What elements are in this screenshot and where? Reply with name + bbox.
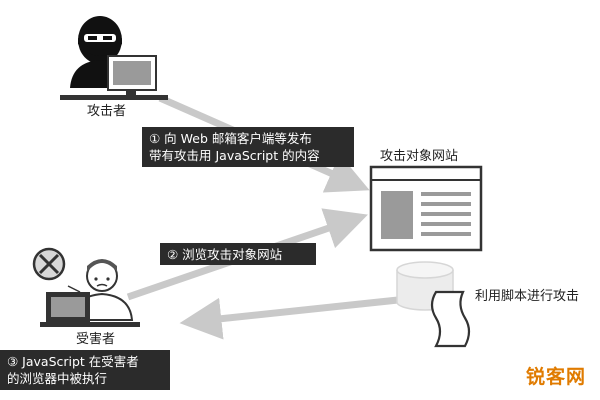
target-site-label: 攻击对象网站	[380, 149, 459, 164]
script-scroll-icon	[430, 290, 471, 348]
step-2-text: ② 浏览攻击对象网站	[167, 247, 283, 262]
step-2-box: ② 浏览攻击对象网站	[160, 243, 316, 265]
step-1-line-1: ① 向 Web 邮箱客户端等发布	[149, 131, 312, 146]
step-3-line-2: 的浏览器中被执行	[7, 371, 108, 386]
victim-at-computer-icon	[40, 259, 140, 327]
arrow-site-to-victim	[179, 296, 399, 340]
hacker-at-computer-icon	[60, 16, 168, 100]
cross-mark-icon	[32, 247, 66, 281]
step-1-box: ① 向 Web 邮箱客户端等发布 带有攻击用 JavaScript 的内容	[142, 127, 354, 167]
step-1-line-2: 带有攻击用 JavaScript 的内容	[149, 148, 320, 163]
watermark-logo: 锐客网	[526, 366, 587, 388]
step-3-box: ③ JavaScript 在受害者 的浏览器中被执行	[0, 350, 170, 390]
attacker-label: 攻击者	[87, 104, 127, 119]
website-window-icon	[369, 165, 483, 252]
victim-label: 受害者	[76, 332, 116, 347]
step-3-line-1: ③ JavaScript 在受害者	[7, 354, 139, 369]
script-attack-label: 利用脚本进行攻击	[475, 289, 580, 304]
